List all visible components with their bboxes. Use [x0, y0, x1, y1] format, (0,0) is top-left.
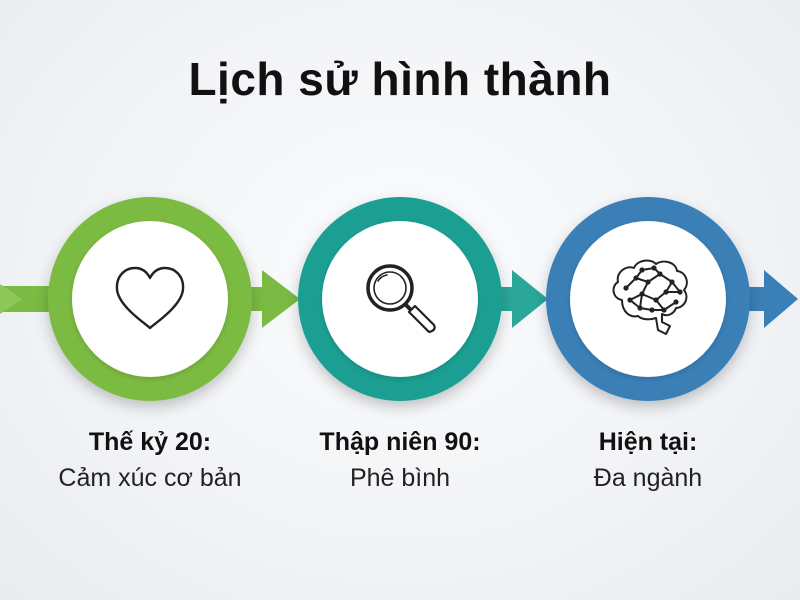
step-heading: Thập niên 90:: [319, 428, 481, 456]
step-circle-3: [546, 197, 750, 401]
step-circle-1: [48, 197, 252, 401]
magnifier-icon: [366, 264, 436, 333]
step-description: Đa ngành: [593, 464, 703, 492]
step-heading: Hiện tại:: [598, 428, 698, 456]
step-circle-2: [298, 197, 502, 401]
connector-arrow-start: [0, 284, 60, 314]
step-label-2: Thập niên 90: Phê bình: [280, 424, 520, 496]
step-heading: Thế kỷ 20:: [88, 428, 212, 456]
step-description: Phê bình: [349, 464, 451, 492]
step-label-1: Thế kỷ 20: Cảm xúc cơ bản: [30, 424, 270, 496]
step-label-3: Hiện tại: Đa ngành: [528, 424, 768, 496]
page-title: Lịch sử hình thành: [188, 53, 612, 105]
step-description: Cảm xúc cơ bản: [58, 464, 242, 492]
brain-network-icon: [612, 259, 688, 335]
heart-icon: [115, 266, 185, 330]
